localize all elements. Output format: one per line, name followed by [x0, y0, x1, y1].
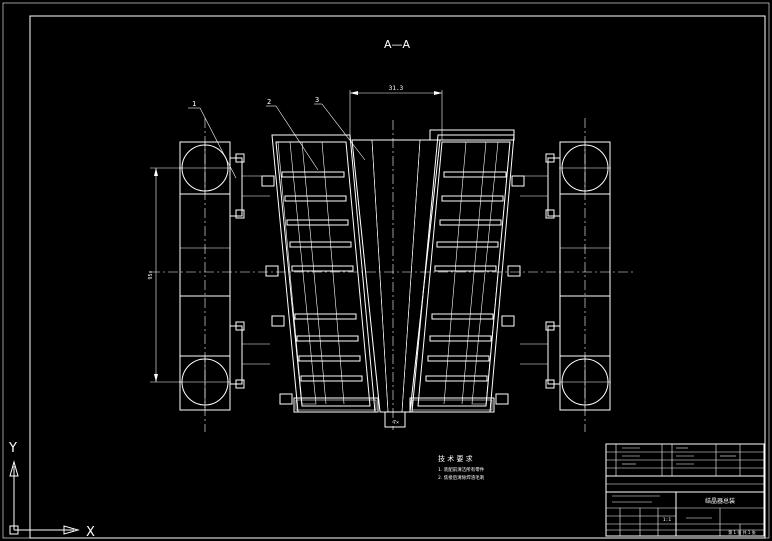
- left-mould-ribs: [281, 141, 363, 405]
- dimension-bottom-text: 7×: [393, 420, 399, 426]
- dimension-left-text: 95×: [148, 270, 154, 279]
- left-mould-body: [261, 134, 379, 413]
- leader-2: 2: [267, 98, 271, 106]
- leader-lines: [188, 103, 366, 179]
- leader-3: 3: [315, 96, 319, 104]
- tech-req-line-2: 2. 焦接后清除焊渣毛刺: [438, 474, 485, 481]
- section-label: A—A: [384, 38, 411, 51]
- title-block: [605, 443, 765, 537]
- right-roller-top-icon: [559, 142, 611, 194]
- sheet-inner-border: [29, 15, 766, 539]
- title-block-title: 结晶器总装: [705, 497, 735, 505]
- left-roller-bottom-icon: [179, 356, 231, 408]
- tech-req-line-1: 1. 装配前清洁所有零件: [438, 466, 485, 473]
- dimension-top-text: 31.3: [389, 85, 404, 92]
- ucs-axis-icon: [9, 460, 80, 535]
- title-block-sheet: 第 1 张 共 1 张: [728, 529, 755, 535]
- leader-1: 1: [192, 100, 196, 108]
- left-support-frame: [179, 118, 270, 432]
- ucs-y-label: Y: [8, 441, 17, 456]
- left-dimension: [150, 167, 182, 383]
- left-roller-top-icon: [179, 142, 231, 194]
- right-roller-bottom-icon: [559, 356, 611, 408]
- title-block-scale: 1:1: [663, 517, 671, 523]
- ucs-x-label: X: [86, 525, 95, 540]
- tech-req-title: 技 术 要 求: [438, 454, 473, 463]
- right-support-frame: [520, 118, 611, 432]
- top-dimension: [349, 90, 443, 140]
- right-mould-ribs: [425, 141, 507, 405]
- centre-taper: [351, 139, 441, 428]
